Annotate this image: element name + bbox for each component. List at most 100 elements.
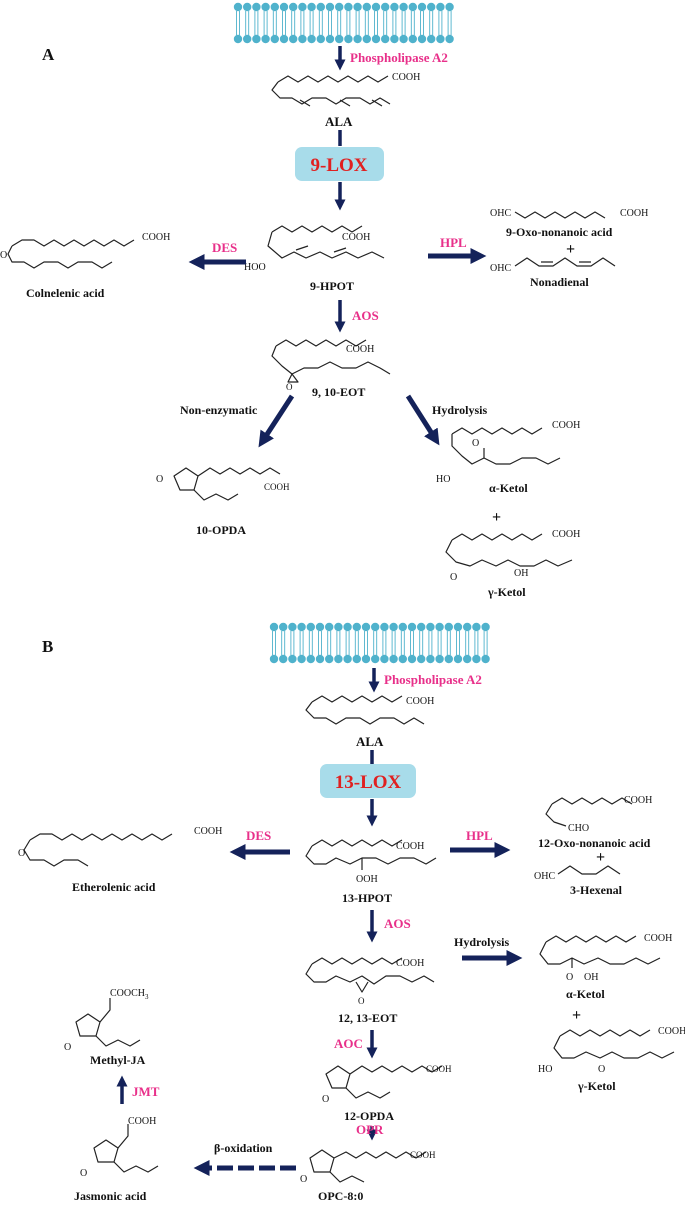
methyl-ja-structure: COOCH3 O xyxy=(64,988,149,1053)
lipid-head xyxy=(398,622,407,632)
colnelenic-label: Colnelenic acid xyxy=(26,286,105,300)
lipid-tail xyxy=(447,11,452,35)
lipid-tail xyxy=(420,11,424,35)
lipid-head xyxy=(233,2,243,12)
plus-b2: + xyxy=(572,1007,581,1024)
lipid-head xyxy=(335,34,344,44)
lipid-tail xyxy=(346,11,351,35)
plus-a2: + xyxy=(492,509,501,526)
membrane-a xyxy=(233,2,454,44)
eot-structure-b: COOH O xyxy=(305,957,435,1006)
arrow-hydrolysis-a xyxy=(405,394,440,446)
lipid-tail xyxy=(392,11,397,35)
lipid-head xyxy=(344,34,353,44)
alpha-a-cooh: COOH xyxy=(552,420,580,431)
oxo-b-cooh: COOH xyxy=(624,795,652,806)
lipid-tail xyxy=(282,11,286,35)
lipid-tail xyxy=(383,11,388,35)
jasmonic-cooh: COOH xyxy=(128,1116,156,1127)
methyl-ja-o: O xyxy=(64,1042,71,1053)
lipid-tail xyxy=(456,631,460,655)
lipid-tail xyxy=(345,631,350,655)
lipid-tail xyxy=(401,11,406,35)
alpha-a-o: O xyxy=(472,438,479,449)
hexenal-structure: OHC xyxy=(534,865,621,882)
lipid-head xyxy=(463,622,472,632)
jasmonic-structure: COOH O xyxy=(80,1116,159,1179)
enzyme-aoc-b: AOC xyxy=(334,1036,363,1051)
lipid-tail xyxy=(254,11,259,35)
enzyme-hpl-a: HPL xyxy=(440,235,467,250)
opda-label-b: 12-OPDA xyxy=(344,1109,394,1123)
lipid-tail xyxy=(474,631,479,655)
lipid-head xyxy=(307,2,316,12)
gamma-a-oh: OH xyxy=(514,568,528,579)
lipid-head xyxy=(417,2,427,12)
lox-box-a xyxy=(295,147,384,181)
eot-b-cooh: COOH xyxy=(396,958,424,969)
opc-cooh: COOH xyxy=(410,1150,436,1160)
lipid-head xyxy=(297,654,306,664)
lipid-tail xyxy=(374,11,378,35)
lipid-head xyxy=(298,34,307,44)
alpha-b-oh: OH xyxy=(584,972,598,983)
lipid-head xyxy=(436,34,445,44)
lipid-head xyxy=(315,654,325,664)
lipid-head xyxy=(243,2,252,12)
lipid-tail xyxy=(465,631,470,655)
lipid-head xyxy=(408,2,417,12)
lipid-tail xyxy=(428,631,433,655)
lipid-head xyxy=(325,622,334,632)
lipid-tail xyxy=(318,631,322,655)
nonenz-label-a: Non-enzymatic xyxy=(180,403,258,417)
lipid-tail xyxy=(354,631,359,655)
lipid-head xyxy=(381,34,390,44)
lipid-head xyxy=(298,2,307,12)
lipid-head xyxy=(390,34,399,44)
plus-a1: + xyxy=(566,241,575,258)
opc-o: O xyxy=(300,1174,307,1185)
lipid-head xyxy=(426,622,435,632)
lipid-head xyxy=(426,654,435,664)
jasmonic-label: Jasmonic acid xyxy=(74,1189,147,1203)
lipid-tail xyxy=(336,631,341,655)
lipid-tail xyxy=(373,631,378,655)
hpot-a-cooh: COOH xyxy=(342,232,370,243)
oxo-label-b: 12-Oxo-nonanoic acid xyxy=(538,836,651,850)
lox-box-b xyxy=(320,764,416,798)
ala-a-cooh: COOH xyxy=(392,72,420,83)
lipid-head xyxy=(381,2,390,12)
lipid-head xyxy=(445,2,454,12)
colnelenic-o: O xyxy=(0,250,7,261)
lipid-tail xyxy=(355,11,360,35)
lipid-tail xyxy=(272,11,277,35)
membrane-b xyxy=(269,622,490,664)
lipid-head xyxy=(252,34,261,44)
etherolenic-structure: O COOH xyxy=(18,826,222,867)
lipid-head xyxy=(335,2,344,12)
lox-label-b: 13-LOX xyxy=(335,772,402,793)
opda-b-o: O xyxy=(322,1094,329,1105)
lipid-head xyxy=(288,622,297,632)
lipid-head xyxy=(316,34,325,44)
lipid-tail xyxy=(272,631,276,655)
lipid-head xyxy=(436,2,445,12)
lipid-head xyxy=(407,622,417,632)
lipid-tail xyxy=(410,631,414,655)
lipid-head xyxy=(269,654,279,664)
beta-ox-label: β-oxidation xyxy=(214,1141,273,1155)
lipid-head xyxy=(353,2,362,12)
opda-a-o: O xyxy=(156,474,163,485)
gamma-b-ho: HO xyxy=(538,1064,552,1075)
enzyme-pla2-a: Phospholipase A2 xyxy=(350,50,448,65)
enzyme-jmt: JMT xyxy=(132,1084,160,1099)
lipid-head xyxy=(481,654,490,664)
lipid-head xyxy=(371,622,380,632)
lipid-head xyxy=(398,654,407,664)
lipid-head xyxy=(453,622,463,632)
gamma-ketol-structure-b: COOH HO O xyxy=(538,1026,685,1075)
lipid-tail xyxy=(364,631,368,655)
panel-b-letter: B xyxy=(42,637,53,656)
lipid-tail xyxy=(391,631,396,655)
